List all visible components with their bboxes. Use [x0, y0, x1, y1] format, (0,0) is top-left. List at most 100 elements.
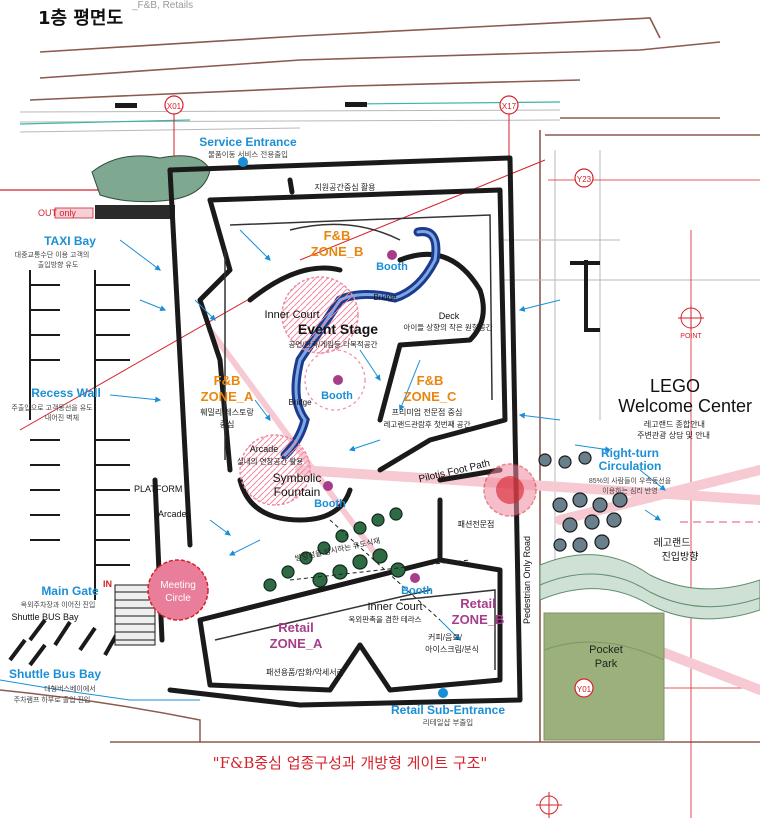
platform-label: PLATFORM	[134, 484, 182, 494]
grid-marker-x01: X01	[164, 95, 184, 115]
recess-wall-sub-2: 내어진 벽체	[45, 413, 79, 422]
svg-text:Y01: Y01	[577, 685, 592, 694]
building-walls	[152, 155, 523, 708]
bus-stop-markers	[115, 102, 367, 108]
recess-wall-label: Recess Wall	[31, 386, 101, 400]
point-label: POINT	[680, 333, 702, 340]
landscape-top-left	[91, 155, 211, 203]
deck-label: Deck	[439, 311, 460, 321]
in-label: IN	[103, 579, 112, 589]
lego-sub-1: 레고랜드 종합안내	[644, 419, 705, 429]
pedestrian-road-label: Pedestrian Only Road	[522, 536, 532, 624]
lego-direction-1: 레고랜드	[654, 537, 691, 549]
event-stage-label: Event Stage	[298, 321, 378, 337]
fountain-label-1: Symbolic	[273, 471, 322, 485]
right-turn-label-1: Right-turn	[601, 446, 659, 460]
service-entrance-sub: 물품이동 서비스 전용출입	[208, 149, 288, 159]
activity-circles	[239, 276, 537, 517]
fashion-store-label: 패션전문점	[458, 519, 495, 529]
cyan-line	[19, 119, 191, 125]
service-entrance-label: Service Entrance	[199, 135, 297, 149]
inner-court-top-label: Inner Court	[264, 309, 319, 321]
booth-label-4: Booth	[401, 585, 433, 597]
retail-zone-b-line-1: Retail	[460, 596, 495, 611]
retail-sub-entrance-dot	[438, 688, 448, 698]
pocket-park-label-2: Park	[595, 658, 618, 670]
landscape-strip	[539, 554, 760, 620]
taxi-bay-sub-1: 대중교통수단 이용 고객의	[15, 250, 90, 259]
retail-sub-entrance-sub: 리테일샵 부출입	[423, 717, 473, 727]
fb-zone-a-sub-1: 훼밀리 레스토랑	[200, 407, 254, 417]
shuttle-bus-bay-sub-2: 주차램프 하부로 출입 진입	[14, 695, 91, 704]
parking-stalls	[29, 270, 130, 600]
right-turn-label-2: Circulation	[599, 459, 662, 473]
taxi-bay-sub-2: 출입방향 유도	[38, 260, 79, 269]
fb-zone-c-sub-2: 레고랜드관람후 첫번째 공간	[384, 419, 471, 429]
stair	[114, 584, 156, 646]
arcade-left-label: Arcade	[158, 509, 187, 519]
bridge-top-label: Bridge	[373, 293, 397, 302]
fb-zone-c-sub-1: 프리미엄 전문점 중심	[392, 407, 463, 417]
deck-sub: 아이들 상향의 작은 원형공간	[403, 322, 492, 332]
light-lines	[19, 109, 760, 560]
trees	[263, 507, 406, 592]
retail-zone-b-line-2: ZONE_B	[452, 612, 505, 627]
shuttle-bus-bay-sub-1: 대형버스베이에서	[44, 684, 96, 693]
welcome-center-walls	[570, 260, 600, 332]
arcade-inner-sub: 실내의 연장공간 활용	[237, 456, 303, 466]
lego-sub-2: 주변관광 상담 및 안내	[637, 430, 710, 440]
lego-direction-2: 진입방향	[662, 550, 699, 563]
inner-court-bottom-label: Inner Court	[367, 601, 422, 613]
retail-zone-b-sub-2: 아이스크림/분식	[425, 644, 479, 654]
pocket-park-label-1: Pocket	[589, 644, 623, 656]
red-diagonal	[299, 159, 546, 261]
fb-zone-b-line-1: F&B	[324, 228, 351, 243]
retail-sub-entrance-label: Retail Sub-Entrance	[391, 703, 505, 717]
grid-marker-y23: Y23	[574, 168, 594, 188]
thin-walls	[214, 214, 496, 670]
fb-zone-a-line-1: F&B	[214, 373, 241, 388]
retail-zone-a-line-2: ZONE_A	[270, 636, 323, 651]
top-support-note: 지원공간중심 활용	[314, 182, 375, 192]
crosshair-bottom	[536, 792, 562, 818]
fb-zone-c-line-1: F&B	[417, 373, 444, 388]
arcade-inner-label: Arcade	[250, 444, 279, 454]
booth-label-1: Booth	[376, 261, 408, 273]
right-turn-sub-1: 85%의 사람들이 우측동선을	[589, 476, 672, 485]
bridge-left-label: Bridge	[288, 398, 312, 407]
service-entrance-dot	[238, 157, 248, 167]
booth-label-3: Booth	[314, 498, 346, 510]
pocket-park	[543, 612, 665, 741]
booth-label-2: Booth	[321, 390, 353, 402]
fountain-label-2: Fountain	[274, 485, 321, 499]
event-stage-sub: 공연/판촉/게임등 다목적공간	[288, 339, 377, 349]
main-gate-sub: 옥외주차장과 이어진 진입	[21, 600, 96, 609]
retail-zone-b-sub-1: 커피/음료/	[428, 633, 463, 642]
out-only-label: OUT only	[38, 208, 76, 218]
trees-right	[538, 451, 628, 553]
grid-marker-y01: Y01	[574, 678, 594, 698]
meeting-circle	[147, 559, 209, 621]
fb-zone-b-line-2: ZONE_B	[311, 244, 364, 259]
page-subtitle: _F&B, Retails	[131, 0, 193, 11]
flow-arrows	[109, 229, 666, 641]
cyan-line-right	[349, 101, 561, 105]
fb-zone-a-sub-2: 중심	[220, 419, 235, 429]
meeting-circle-label-2: Circle	[165, 593, 191, 604]
lego-label-2: Welcome Center	[618, 396, 752, 416]
svg-text:Y23: Y23	[577, 175, 592, 184]
point-marker	[678, 305, 704, 331]
fb-zone-c-line-2: ZONE_C	[404, 389, 457, 404]
shuttle-bus-bay-small: Shuttle BUS Bay	[11, 612, 79, 622]
road-lines	[29, 17, 760, 743]
footer-quote: "F&B중심 업종구성과 개방형 게이트 구조"	[213, 754, 488, 772]
recess-wall-sub-1: 주출입으로 고객동선을 유도	[11, 403, 93, 412]
ramp-dark	[95, 205, 175, 219]
lego-label-1: LEGO	[650, 376, 700, 396]
page-title: 1층 평면도	[38, 8, 123, 29]
svg-text:X01: X01	[167, 102, 182, 111]
fb-zone-a-line-2: ZONE_A	[201, 389, 254, 404]
booth-dots	[323, 250, 420, 583]
svg-text:X17: X17	[502, 102, 517, 111]
retail-zone-a-sub: 패션용품/잡화/악세서리	[266, 667, 344, 677]
